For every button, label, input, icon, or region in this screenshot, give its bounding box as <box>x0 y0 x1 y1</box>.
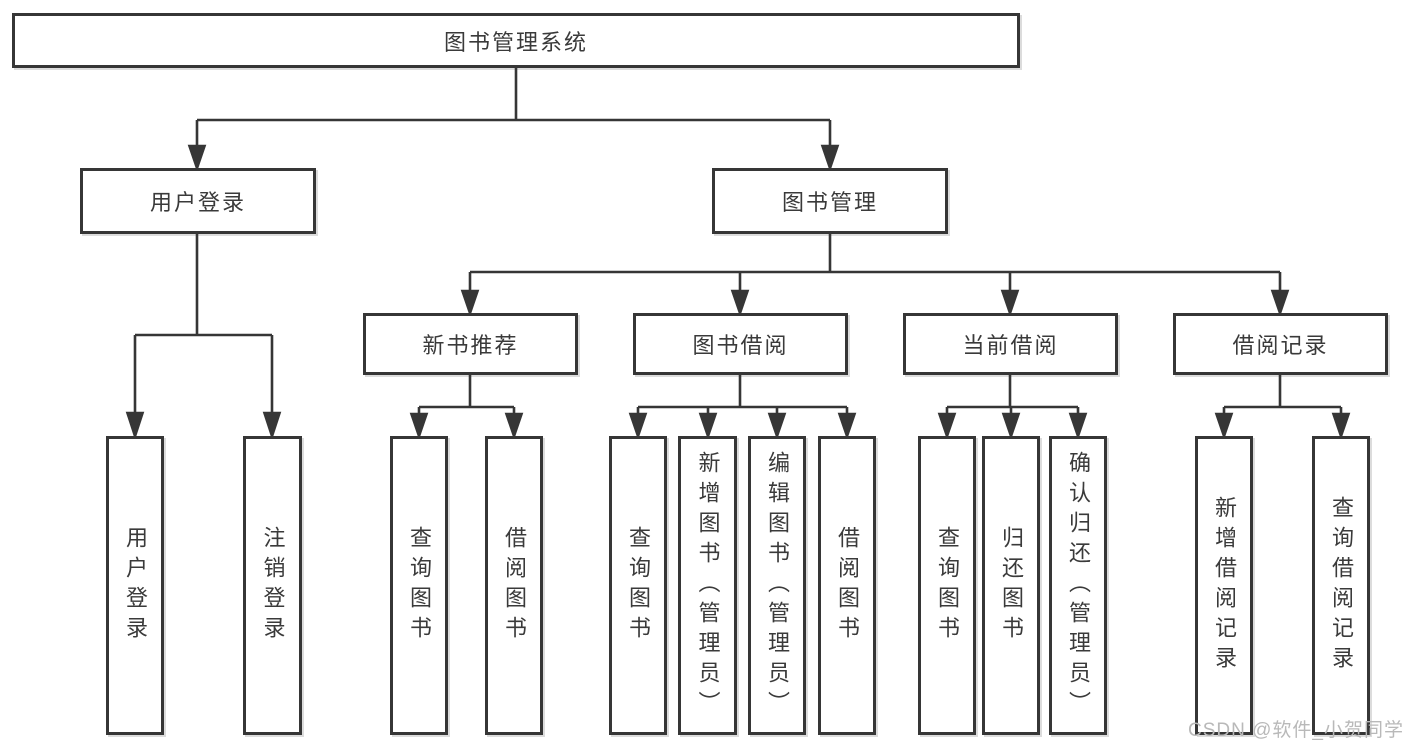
node-label: 注销登录 <box>260 525 286 646</box>
leaf-borrow-books-recommend: 借阅图书 <box>485 436 543 735</box>
leaf-query-books-current: 查询图书 <box>918 436 976 735</box>
node-label: 确认归还（管理员） <box>1066 450 1091 721</box>
node-root-library-management-system: 图书管理系统 <box>12 13 1020 68</box>
leaf-add-books-admin: 新增图书（管理员） <box>678 436 737 735</box>
node-user-login: 用户登录 <box>80 168 316 234</box>
connector-book-management-to-level3 <box>460 234 1290 318</box>
node-borrowing-records: 借阅记录 <box>1173 313 1388 375</box>
leaf-user-login: 用户登录 <box>106 436 164 735</box>
connector-root-to-level2 <box>187 68 840 173</box>
leaf-query-books-recommend: 查询图书 <box>390 436 448 735</box>
node-label: 查询图书 <box>935 525 960 646</box>
node-label: 编辑图书（管理员） <box>765 450 790 721</box>
csdn-watermark: CSDN @软件_小贺同学 <box>1188 720 1404 741</box>
node-label: 当前借阅 <box>962 333 1059 358</box>
leaf-confirm-return-admin: 确认归还（管理员） <box>1049 436 1107 735</box>
node-label: 查询借阅记录 <box>1329 495 1354 676</box>
leaf-borrow-books: 借阅图书 <box>818 436 876 735</box>
node-label: 归还图书 <box>999 525 1024 646</box>
node-label: 用户登录 <box>149 190 246 215</box>
node-label: 新增借阅记录 <box>1212 495 1237 676</box>
node-label: 查询图书 <box>407 525 432 646</box>
node-current-borrowing: 当前借阅 <box>903 313 1118 375</box>
node-label: 图书管理系统 <box>443 29 588 55</box>
node-label: 新书推荐 <box>422 333 519 358</box>
connector-user-login-to-leaves <box>125 234 282 441</box>
connector-book-borrow-to-leaves <box>628 375 857 441</box>
connector-borrow-records-to-leaves <box>1214 375 1351 441</box>
leaf-edit-books-admin: 编辑图书（管理员） <box>748 436 806 735</box>
node-book-borrowing: 图书借阅 <box>633 313 848 375</box>
node-label: 图书借阅 <box>692 333 789 358</box>
leaf-query-borrow-record: 查询借阅记录 <box>1312 436 1370 735</box>
node-label: 借阅记录 <box>1232 333 1329 358</box>
leaf-return-books: 归还图书 <box>982 436 1040 735</box>
node-new-book-recommendation: 新书推荐 <box>363 313 578 375</box>
leaf-add-borrow-record: 新增借阅记录 <box>1195 436 1253 735</box>
node-label: 借阅图书 <box>835 525 860 646</box>
node-label: 用户登录 <box>123 525 148 646</box>
connector-current-borrow-to-leaves <box>937 375 1088 441</box>
node-book-management: 图书管理 <box>712 168 948 234</box>
leaf-logout: 注销登录 <box>243 436 302 735</box>
node-label: 查询图书 <box>626 525 651 646</box>
connector-new-book-to-leaves <box>409 375 524 441</box>
node-label: 新增图书（管理员） <box>695 450 721 721</box>
node-label: 借阅图书 <box>502 525 527 646</box>
node-label: 图书管理 <box>781 190 878 215</box>
leaf-query-books-borrow: 查询图书 <box>609 436 667 735</box>
